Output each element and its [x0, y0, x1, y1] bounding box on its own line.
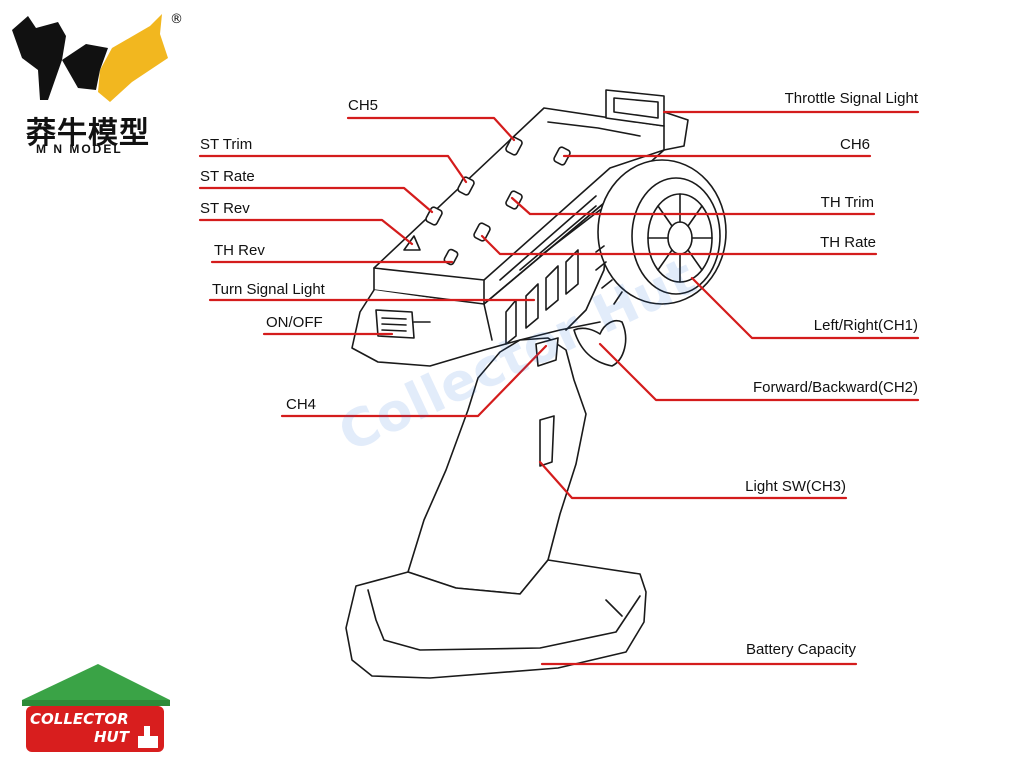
label-forward-backward-ch2: Forward/Backward(CH2) [752, 379, 918, 396]
brand-name-en: M N MODEL [36, 142, 123, 156]
label-light-sw-ch3: Light SW(CH3) [745, 478, 846, 495]
brand-name-cn: 莽牛模型 [26, 116, 150, 151]
leader-forward-backward-ch2 [598, 342, 920, 402]
label-throttle-signal-light: Throttle Signal Light [784, 90, 918, 107]
mn-model-logo-icon [12, 14, 168, 102]
label-ch6: CH6 [839, 136, 870, 153]
leader-st-trim [198, 154, 468, 184]
label-battery-capacity: Battery Capacity [745, 641, 856, 658]
leader-st-rev [198, 218, 414, 246]
leader-ch5 [346, 116, 516, 142]
leader-ch4 [280, 344, 548, 418]
label-st-rate: ST Rate [200, 168, 255, 185]
leader-left-right-ch1 [690, 276, 920, 340]
leader-th-rate [480, 234, 878, 256]
label-st-trim: ST Trim [200, 136, 253, 153]
leader-lines [198, 110, 920, 666]
label-left-right-ch1: Left/Right(CH1) [813, 317, 918, 334]
leader-light-sw-ch3 [538, 460, 848, 500]
registered-mark: ® [170, 12, 183, 27]
collector-hut-logo-icon [22, 664, 170, 752]
label-th-trim: TH Trim [820, 194, 874, 211]
label-th-rev: TH Rev [214, 242, 265, 259]
leader-th-trim [510, 196, 876, 216]
label-turn-signal-light: Turn Signal Light [212, 281, 325, 298]
label-on-off: ON/OFF [266, 314, 323, 331]
collector-logo-line2: HUT [94, 728, 129, 746]
label-ch5: CH5 [348, 97, 379, 114]
label-st-rev: ST Rev [200, 200, 250, 217]
label-ch4: CH4 [286, 396, 317, 413]
collector-logo-line1: COLLECTOR [30, 710, 129, 728]
label-th-rate: TH Rate [820, 234, 876, 251]
leader-st-rate [198, 186, 434, 214]
